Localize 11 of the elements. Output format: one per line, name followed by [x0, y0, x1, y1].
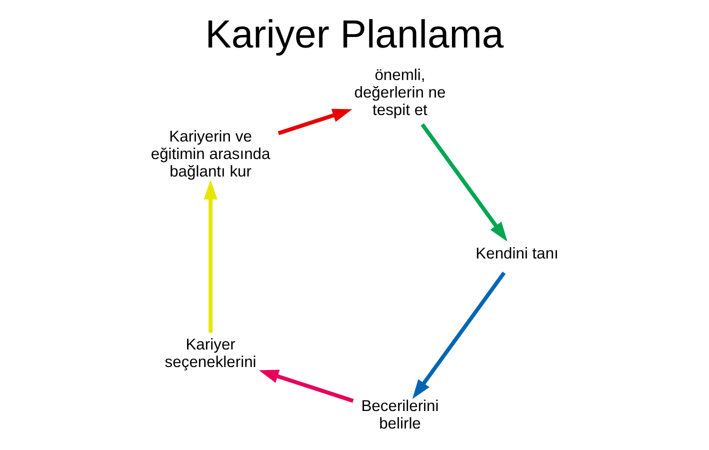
node-text: Becerilerini belirle — [361, 398, 439, 433]
node-text: Kendini tanı — [476, 246, 558, 263]
node-text: Kariyer seçeneklerini — [164, 336, 256, 372]
node-text: önemli, değerlerin ne tespit et — [354, 66, 446, 120]
node-text: Kariyerin ve eğitimin arasında bağlantı kur — [150, 128, 270, 181]
arrow — [278, 108, 352, 136]
arrow — [204, 180, 218, 333]
arrow — [258, 370, 354, 403]
arrow — [412, 272, 506, 400]
arrow — [420, 123, 508, 242]
diagram-title: Kariyer Planlama — [205, 14, 504, 57]
